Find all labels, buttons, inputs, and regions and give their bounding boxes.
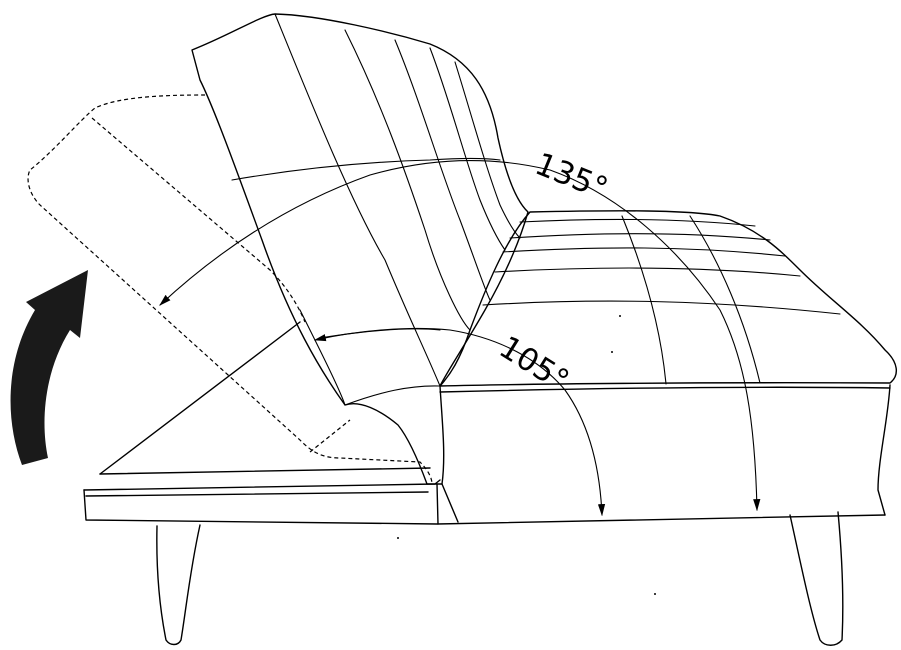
seat-lower-edge: [439, 386, 891, 393]
arc-135: [159, 159, 761, 512]
base-front-top: [83, 479, 441, 491]
angle-135-indicator: 135°: [159, 146, 761, 512]
seat-tuft-5: [482, 300, 841, 315]
sofa-base: [83, 384, 891, 525]
reclined-base-line: [309, 419, 351, 453]
angle-label-135: 135°: [530, 146, 613, 207]
backrest-cushion-fold: [299, 309, 346, 406]
backrest-cross-3: [344, 385, 441, 406]
backrest-tuft-3: [394, 39, 491, 301]
curved-recline-arrow-icon: [10, 270, 89, 465]
front-leg: [156, 524, 201, 646]
backrest-tuft-4: [429, 47, 506, 251]
seat-tuft-6: [621, 215, 667, 385]
backrest-tuft-5: [454, 61, 521, 239]
base-side: [877, 384, 891, 516]
backrest-cross-1: [231, 157, 501, 181]
base-joint: [436, 483, 459, 525]
seat-tuft-3: [502, 247, 786, 257]
arc-105: [313, 327, 606, 517]
backrest-outline: [191, 13, 529, 485]
base-inner-line: [85, 491, 429, 497]
ink-specks: [397, 315, 656, 595]
seat-tuft-1: [519, 218, 756, 227]
recline-support-line: [99, 321, 301, 475]
recline-support-base: [99, 467, 431, 475]
back-leg: [789, 511, 844, 646]
seat-tuft-7: [689, 215, 761, 384]
seat-tuft-4: [494, 267, 801, 277]
backrest: [191, 13, 529, 485]
angle-105-indicator: 105°: [313, 327, 606, 517]
seat-tuft-2: [509, 233, 771, 241]
base-bottom: [83, 489, 886, 525]
sofa-legs: [156, 511, 844, 646]
backrest-tuft-2: [344, 29, 471, 331]
